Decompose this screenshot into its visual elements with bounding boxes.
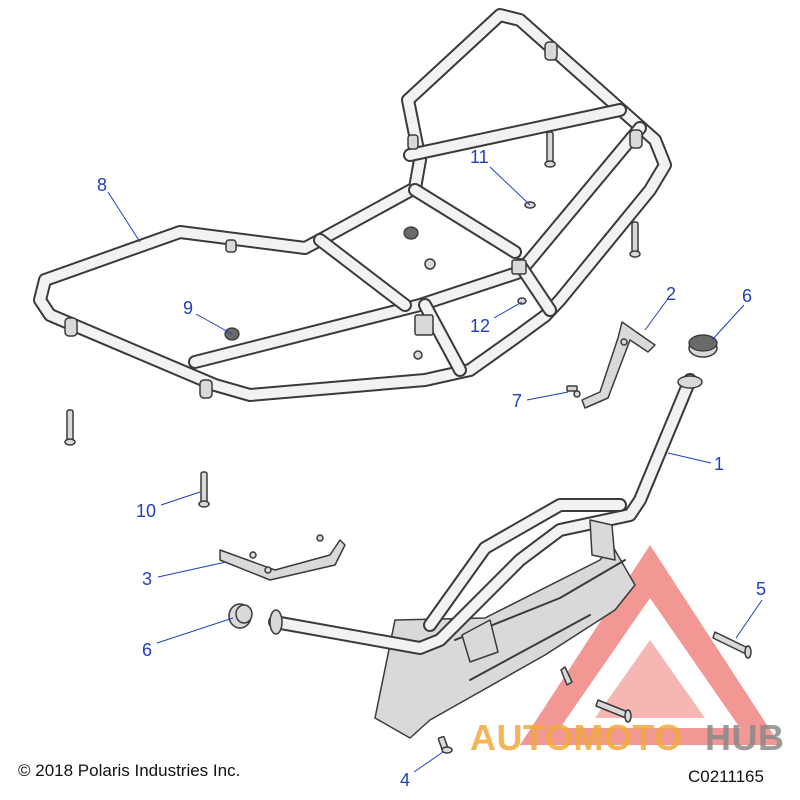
watermark-logo [520, 545, 780, 745]
screw [566, 385, 581, 398]
long-bolt [64, 409, 210, 508]
rack-fastener [517, 297, 527, 305]
bottom-bolt [437, 735, 453, 754]
front-bumper [268, 373, 703, 739]
callout-8: 8 [97, 175, 107, 195]
watermark-text: AUTOMOTO HUB [470, 717, 785, 758]
watermark-text-primary: AUTOMOTO [470, 717, 683, 758]
diagram-code: C0211165 [688, 767, 764, 786]
rack-frame [33, 8, 672, 402]
callout-labels: 1 2 3 4 5 6 6 7 8 9 10 11 12 [97, 147, 766, 790]
callout-3: 3 [142, 569, 152, 589]
bumper-bolt [560, 631, 752, 723]
callout-12: 12 [470, 316, 490, 336]
leader-lines [107, 166, 763, 773]
callout-4: 4 [400, 770, 410, 790]
callout-7: 7 [512, 391, 522, 411]
end-cap-right [688, 334, 718, 358]
callout-9: 9 [183, 298, 193, 318]
end-cap-left [228, 603, 253, 629]
callout-5: 5 [756, 579, 766, 599]
rack-bolt [524, 131, 641, 258]
callout-11: 11 [470, 147, 489, 167]
watermark-text-secondary: HUB [705, 717, 785, 758]
callout-1: 1 [714, 454, 724, 474]
callout-10: 10 [136, 501, 156, 521]
callout-6-left: 6 [142, 640, 152, 660]
left-bracket [219, 534, 346, 581]
callout-6-right: 6 [742, 286, 752, 306]
right-bracket [581, 321, 656, 409]
callout-2: 2 [666, 284, 676, 304]
copyright-text: © 2018 Polaris Industries Inc. [18, 761, 240, 780]
